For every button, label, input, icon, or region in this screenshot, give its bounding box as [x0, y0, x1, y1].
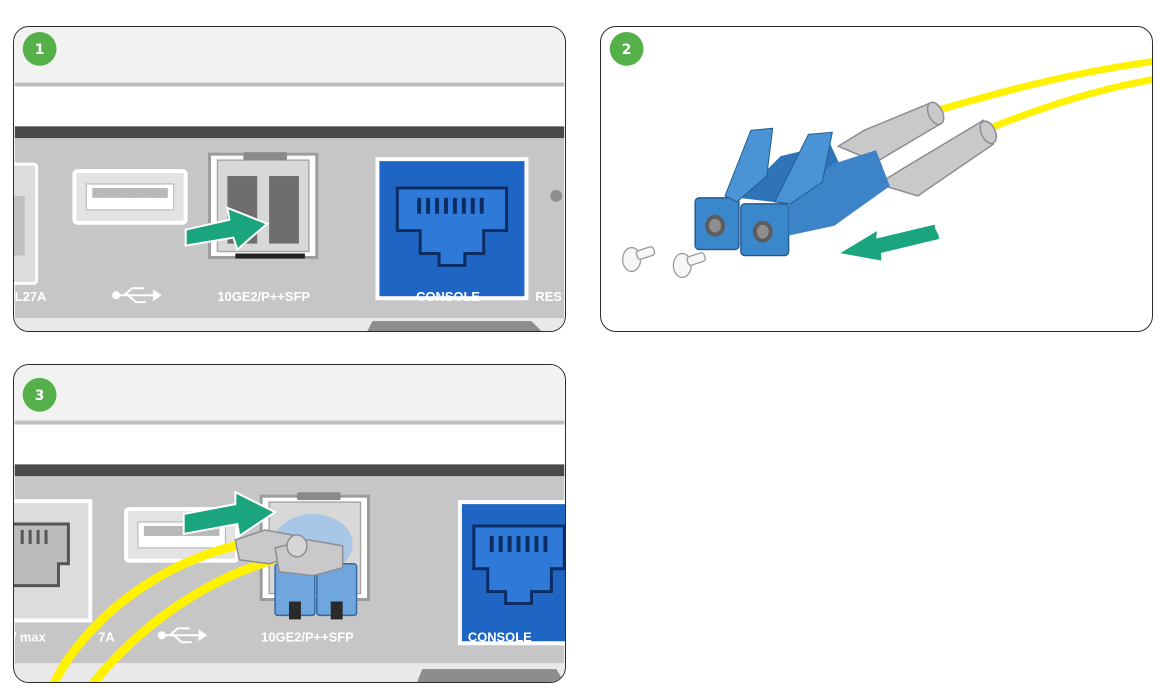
step-number: 3	[35, 388, 45, 404]
insert-arrow-icon	[182, 490, 278, 538]
step-1-panel: L27A 10GE2/P++SFP CONSOLE RES 1	[13, 26, 566, 332]
usb-port-icon	[72, 169, 188, 225]
port-label-right-partial: RES	[535, 289, 562, 304]
step-number: 2	[622, 42, 632, 58]
console-port-icon	[375, 157, 529, 301]
usb-symbol-icon	[157, 627, 208, 644]
console-port-icon	[457, 500, 565, 646]
ethernet-port-icon	[14, 499, 93, 623]
step-badge: 2	[609, 31, 644, 66]
step-2-panel: 2	[600, 26, 1153, 332]
port-label-console: CONSOLE	[416, 289, 480, 304]
ethernet-port-icon	[14, 162, 39, 285]
step-number: 1	[35, 42, 45, 58]
lc-duplex-connector-icon	[694, 127, 890, 257]
usb-symbol-icon	[112, 287, 162, 304]
remove-arrow-icon	[836, 222, 941, 263]
port-label-sfp: 10GE2/P++SFP	[217, 289, 310, 304]
fiber-cable-icon	[926, 58, 1152, 134]
step-3-panel: / max 7A 10GE2/P++SFP CONSOLE 3	[13, 364, 566, 683]
step-1-illustration: L27A 10GE2/P++SFP CONSOLE RES 1	[14, 27, 565, 331]
step-3-illustration: / max 7A 10GE2/P++SFP CONSOLE 3	[14, 365, 565, 682]
fiber-cable-icon	[50, 529, 344, 682]
port-label-sfp: 10GE2/P++SFP	[261, 629, 354, 644]
dust-cap-icon	[622, 246, 706, 278]
sfp-cage-icon	[208, 152, 319, 259]
insert-arrow-icon	[184, 206, 270, 252]
step-badge: 3	[22, 377, 57, 412]
port-label-left-partial: / max	[14, 629, 47, 644]
port-label-left-partial: L27A	[15, 289, 47, 304]
port-label-left-partial-end: 7A	[98, 629, 115, 644]
port-label-console: CONSOLE	[468, 629, 532, 644]
step-2-illustration: 2	[609, 31, 1152, 278]
step-badge: 1	[22, 31, 57, 66]
